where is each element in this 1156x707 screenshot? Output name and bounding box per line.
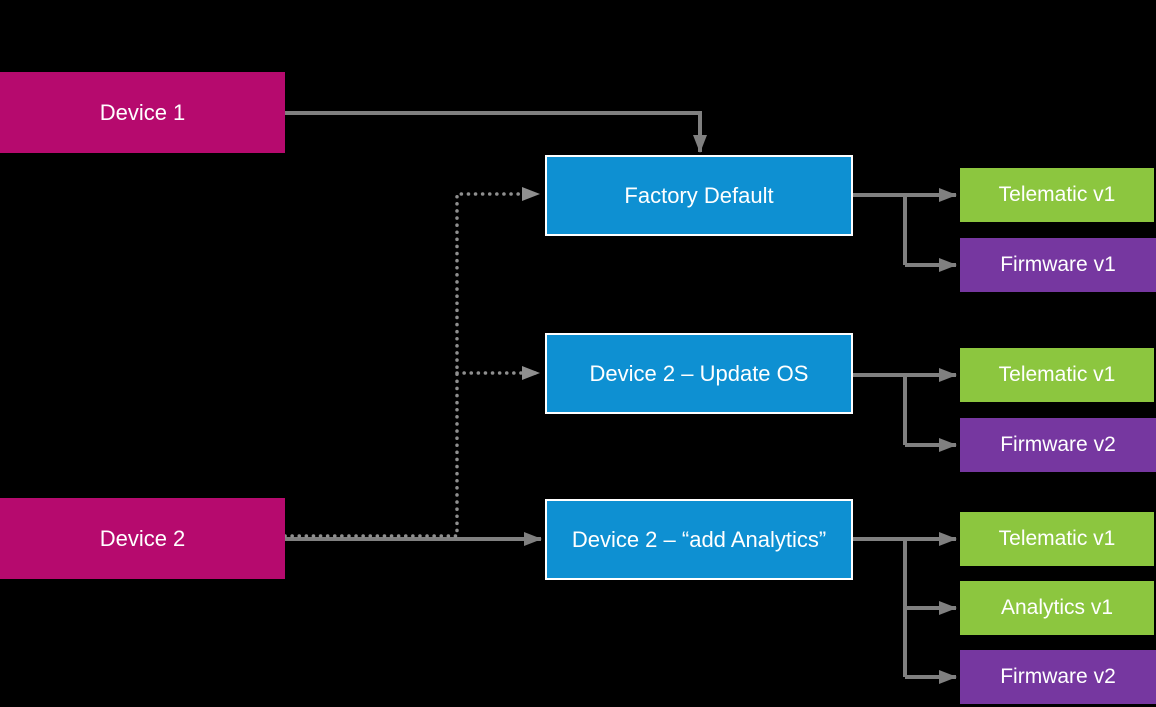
device-2-update-os-label: Device 2 – Update OS [589,360,809,386]
group3-firmware-v2-box: Firmware v2 [960,650,1156,704]
device-2-add-analytics-box: Device 2 – “add Analytics” [545,499,853,580]
dotted-arrows [283,187,541,538]
dotted-arrow-device2-to-factory [283,187,541,538]
arrow-device1-to-factory [285,111,707,153]
device-2-box: Device 2 [0,498,285,579]
group2-firmware-v2-label: Firmware v2 [1000,433,1116,456]
group1-firmware-v1-box: Firmware v1 [960,238,1156,292]
group3-telematic-v1-box: Telematic v1 [960,512,1154,566]
factory-default-box: Factory Default [545,155,853,236]
group2-telematic-v1-box: Telematic v1 [960,348,1154,402]
group3-firmware-v2-label: Firmware v2 [1000,665,1116,688]
device-2-label: Device 2 [99,525,186,551]
device-1-box: Device 1 [0,72,285,153]
group1-telematic-v1-box: Telematic v1 [960,168,1154,222]
group1-firmware-v1-label: Firmware v1 [1000,253,1116,276]
factory-default-label: Factory Default [624,182,774,208]
group2-firmware-v2-box: Firmware v2 [960,418,1156,472]
group3-analytics-v1-label: Analytics v1 [1000,596,1114,619]
group3-analytics-v1-box: Analytics v1 [960,581,1154,635]
group3-telematic-v1-label: Telematic v1 [998,527,1116,550]
device-1-label: Device 1 [99,99,186,125]
group1-telematic-v1-label: Telematic v1 [998,183,1116,206]
group2-telematic-v1-label: Telematic v1 [998,363,1116,386]
device-2-update-os-box: Device 2 – Update OS [545,333,853,414]
device-2-add-analytics-label: Device 2 – “add Analytics” [571,526,827,552]
